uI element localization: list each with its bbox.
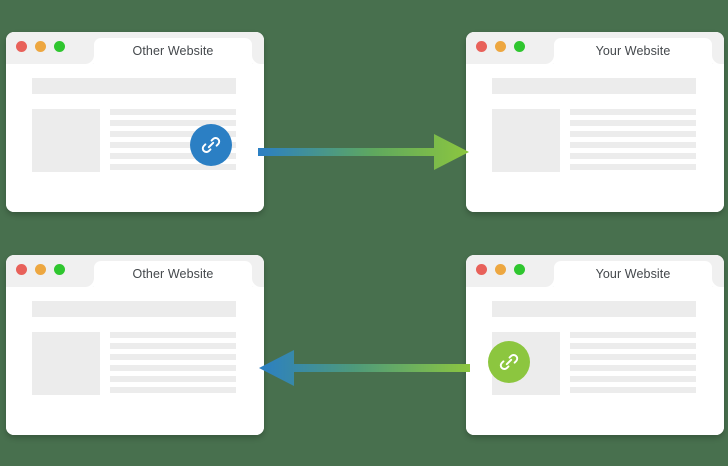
text-line	[570, 387, 696, 393]
text-line	[570, 332, 696, 338]
content-text-placeholder	[110, 109, 236, 170]
text-line	[110, 365, 236, 371]
close-dot-icon[interactable]	[16, 264, 27, 275]
link-badge-blue[interactable]	[190, 124, 232, 166]
window-chrome: Other Website	[6, 255, 264, 287]
minimize-dot-icon[interactable]	[495, 264, 506, 275]
browser-tab[interactable]: Your Website	[554, 38, 712, 64]
minimize-dot-icon[interactable]	[495, 41, 506, 52]
maximize-dot-icon[interactable]	[54, 41, 65, 52]
text-line	[570, 343, 696, 349]
text-line	[110, 131, 236, 137]
link-icon	[201, 137, 221, 153]
close-dot-icon[interactable]	[16, 41, 27, 52]
text-line	[110, 120, 236, 126]
text-line	[110, 354, 236, 360]
content-header-placeholder	[32, 78, 236, 94]
text-line	[110, 343, 236, 349]
maximize-dot-icon[interactable]	[54, 264, 65, 275]
text-line	[110, 142, 236, 148]
content-header-placeholder	[32, 301, 236, 317]
content-image-placeholder	[32, 332, 100, 395]
browser-tab[interactable]: Your Website	[554, 261, 712, 287]
link-badge-green[interactable]	[488, 341, 530, 383]
inbound-link-arrow	[258, 134, 469, 170]
content-image-placeholder	[32, 109, 100, 172]
text-line	[110, 387, 236, 393]
text-line	[110, 153, 236, 159]
minimize-dot-icon[interactable]	[35, 41, 46, 52]
text-line	[570, 365, 696, 371]
content-header-placeholder	[492, 78, 696, 94]
content-text-placeholder	[570, 109, 696, 170]
text-line	[570, 376, 696, 382]
maximize-dot-icon[interactable]	[514, 41, 525, 52]
page-content	[6, 287, 264, 435]
window-chrome: Your Website	[466, 32, 724, 64]
content-header-placeholder	[492, 301, 696, 317]
text-line	[570, 120, 696, 126]
browser-window-top-left[interactable]: Other Website	[6, 32, 264, 212]
text-line	[570, 164, 696, 170]
text-line	[110, 109, 236, 115]
traffic-lights	[476, 264, 525, 275]
text-line	[570, 131, 696, 137]
tab-title: Other Website	[132, 44, 214, 58]
text-line	[110, 332, 236, 338]
window-chrome: Other Website	[6, 32, 264, 64]
browser-tab[interactable]: Other Website	[94, 38, 252, 64]
browser-tab[interactable]: Other Website	[94, 261, 252, 287]
tab-title: Other Website	[132, 267, 214, 281]
traffic-lights	[16, 264, 65, 275]
browser-window-top-right[interactable]: Your Website	[466, 32, 724, 212]
text-line	[570, 142, 696, 148]
close-dot-icon[interactable]	[476, 41, 487, 52]
content-text-placeholder	[110, 332, 236, 393]
page-content	[466, 64, 724, 212]
traffic-lights	[16, 41, 65, 52]
browser-window-bottom-left[interactable]: Other Website	[6, 255, 264, 435]
close-dot-icon[interactable]	[476, 264, 487, 275]
maximize-dot-icon[interactable]	[514, 264, 525, 275]
minimize-dot-icon[interactable]	[35, 264, 46, 275]
text-line	[570, 153, 696, 159]
tab-title: Your Website	[595, 267, 671, 281]
tab-title: Your Website	[595, 44, 671, 58]
content-text-placeholder	[570, 332, 696, 393]
text-line	[570, 354, 696, 360]
link-icon	[499, 354, 519, 370]
content-image-placeholder	[492, 109, 560, 172]
outbound-link-arrow	[259, 350, 470, 386]
text-line	[110, 164, 236, 170]
window-chrome: Your Website	[466, 255, 724, 287]
text-line	[110, 376, 236, 382]
text-line	[570, 109, 696, 115]
traffic-lights	[476, 41, 525, 52]
